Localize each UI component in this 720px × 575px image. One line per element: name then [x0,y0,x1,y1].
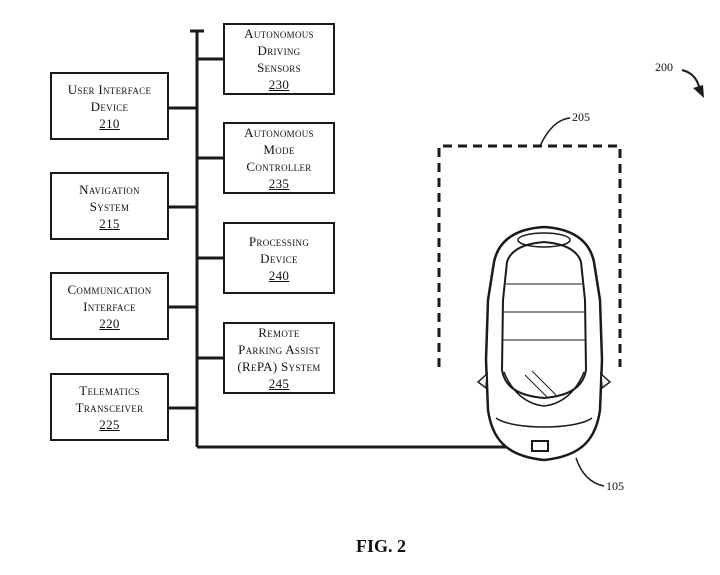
box-processing-device: Processing Device 240 [223,222,335,294]
box-line: User Interface [67,81,152,97]
box-line: Autonomous [244,26,314,41]
box-navigation-system: Navigation System 215 [50,172,169,240]
reference-number: 240 [268,267,290,283]
vehicle-rear-glass [517,232,571,248]
box-line: Transceiver [75,399,144,415]
reference-number: 220 [99,315,120,331]
vehicle-windshield [503,371,585,407]
box-line: Interface [83,298,136,314]
vehicle-hood-line [495,417,593,428]
vehicle-module [531,440,549,452]
label-205: 205 [572,110,590,124]
leader-105 [575,457,605,487]
box-line: Parking Assist [238,342,320,357]
box-line: Driving [257,43,301,58]
box-user-interface-device: User Interface Device 210 [50,72,169,140]
parking-space-outline [437,144,622,367]
label-105: 105 [606,479,624,493]
reference-number: 230 [268,77,290,92]
figure-caption: FIG. 2 [356,536,407,556]
reference-number: 210 [99,115,120,131]
box-line: (RePA) System [237,359,321,374]
vehicle-mirror-right [600,372,612,390]
box-line: Device [90,98,129,114]
box-line: Telematics [79,382,140,398]
vehicle-body [484,225,604,462]
reference-number: 225 [99,416,120,432]
box-line: Remote [258,325,300,340]
box-line: Sensors [257,60,301,75]
box-line: Communication [67,281,152,297]
box-line: Device [260,250,298,266]
box-line: System [89,198,130,214]
box-autonomous-mode-controller: Autonomous Mode Controller 235 [223,122,335,194]
box-communication-interface: Communication Interface 220 [50,272,169,340]
reference-number: 235 [268,176,290,191]
box-line: Autonomous [244,125,314,140]
label-200: 200 [655,60,673,74]
box-autonomous-driving-sensors: Autonomous Driving Sensors 230 [223,23,335,95]
reference-number: 245 [268,376,290,391]
leader-205 [539,117,571,147]
box-line: Controller [246,159,312,174]
box-line: Processing [248,233,310,249]
vehicle-mirror-left [476,372,488,390]
vehicle-roof [500,240,588,400]
reference-number: 215 [99,215,120,231]
box-telematics-transceiver: Telematics Transceiver 225 [50,373,169,441]
box-line: Navigation [79,181,140,197]
box-remote-parking-assist: Remote Parking Assist (RePA) System 245 [223,322,335,394]
box-line: Mode [263,142,295,157]
vehicle-105 [476,225,612,462]
arrow-200-head [693,85,704,98]
